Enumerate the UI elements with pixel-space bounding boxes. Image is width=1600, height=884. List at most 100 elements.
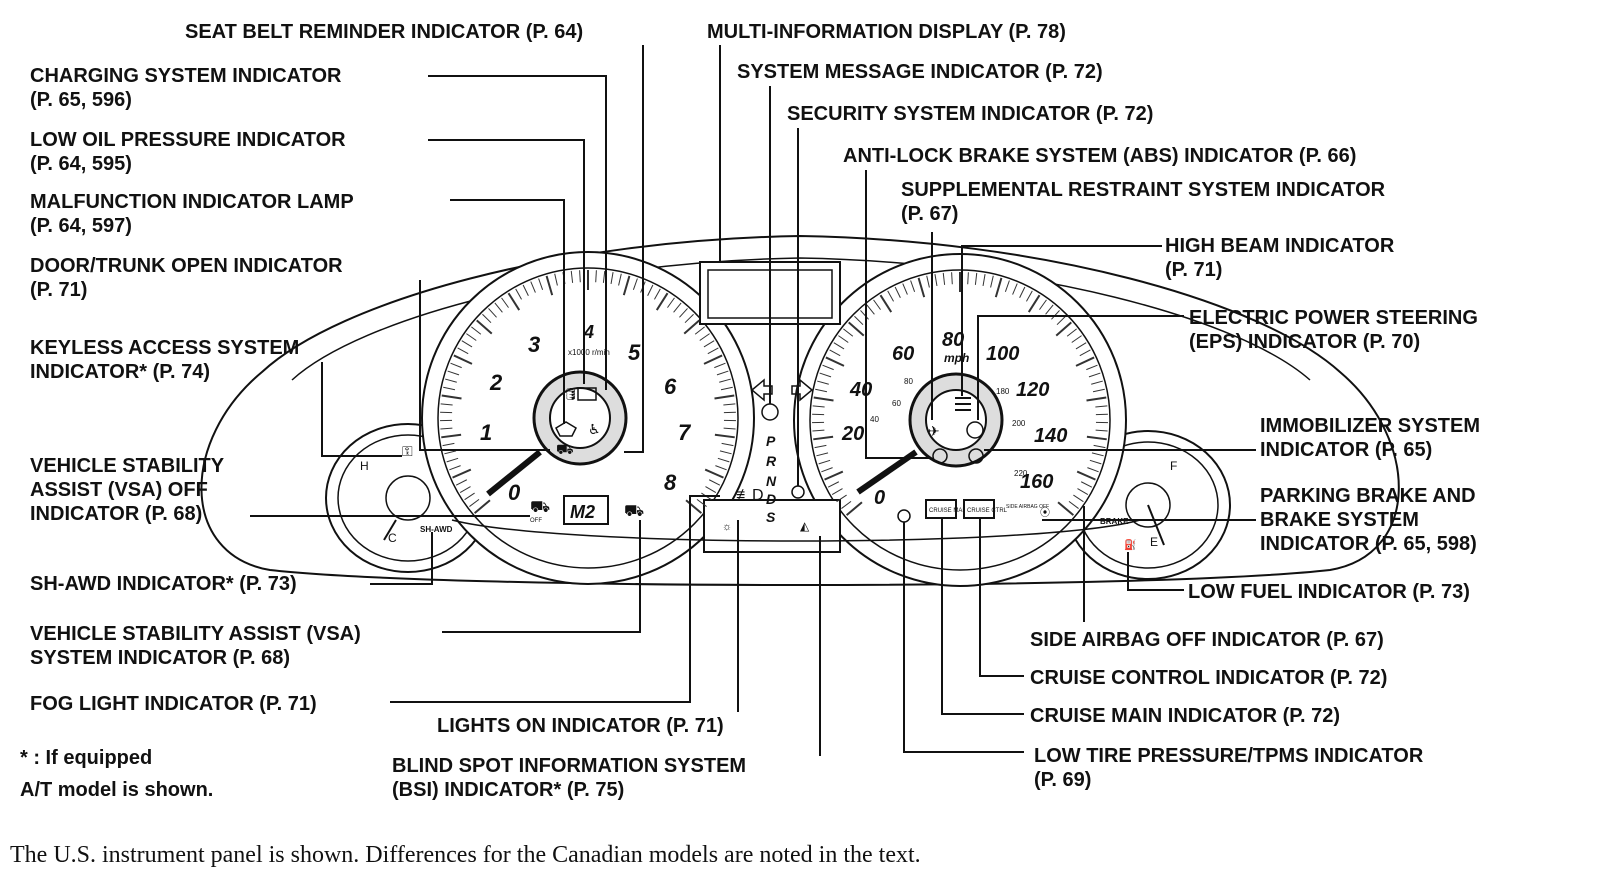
tach-tick xyxy=(721,442,734,447)
turn-right-icon xyxy=(791,378,814,402)
tach-number-4: 4 xyxy=(583,322,594,342)
low-fuel-icon: ⛽ xyxy=(1124,538,1136,551)
gear-n: N xyxy=(766,473,777,489)
speed-tick xyxy=(1079,349,1091,357)
temp-mark-h: H xyxy=(360,459,369,473)
fuel-mark-e: E xyxy=(1150,535,1158,549)
speed-tick xyxy=(814,444,827,449)
tach-tick xyxy=(720,386,733,391)
label-tpms: LOW TIRE PRESSURE/TPMS INDICATOR xyxy=(1034,745,1424,767)
speed-tick xyxy=(866,304,875,315)
speed-kmh-180: 180 xyxy=(996,387,1010,396)
tach-number-5: 5 xyxy=(628,340,641,365)
label-vsa-off-3: INDICATOR (P. 68) xyxy=(30,503,202,525)
speed-tick xyxy=(845,501,863,516)
speed-tick xyxy=(1073,494,1084,503)
bsi-icon: ◭ xyxy=(800,519,810,533)
tach-tick xyxy=(445,378,457,383)
tach-tick xyxy=(444,450,457,455)
speed-tick xyxy=(926,275,930,288)
speed-tick xyxy=(1045,304,1054,315)
speed-tick xyxy=(822,364,834,371)
speed-tick xyxy=(1026,290,1033,302)
speed-tick xyxy=(813,435,834,441)
label-low-oil: LOW OIL PRESSURE INDICATOR xyxy=(30,129,346,151)
tach-tick xyxy=(440,427,453,430)
fog-light-icon: ≢D xyxy=(736,487,764,504)
tach-tick xyxy=(446,457,459,463)
label-low-oil-page: (P. 64, 595) xyxy=(30,153,132,175)
high-beam-icon xyxy=(955,397,971,411)
cruise-main-text: CRUISE MAIN xyxy=(929,508,968,514)
lower-indicators: M2 ⛟ OFF ⛟ CRUISE MAIN CRUISE CTRL SIDE … xyxy=(530,495,1050,525)
tach-tick xyxy=(453,354,473,365)
speed-tick xyxy=(824,470,844,481)
tach-tick xyxy=(685,499,703,514)
speed-tick xyxy=(827,481,840,488)
tach-tick xyxy=(683,319,700,335)
tach-tick xyxy=(714,394,735,400)
speed-mph-40: 40 xyxy=(849,379,872,401)
speed-tick xyxy=(994,277,1003,298)
gear-display-box xyxy=(563,495,609,525)
tach-tick xyxy=(440,403,453,406)
speedometer-ticks xyxy=(812,272,1108,516)
tach-tick xyxy=(501,297,509,308)
label-keyless-page: INDICATOR* (P. 74) xyxy=(30,361,210,383)
gear-p: P xyxy=(766,433,776,449)
label-door-trunk-page: (P. 71) xyxy=(30,279,87,301)
label-sh-awd: SH-AWD INDICATOR* (P. 73) xyxy=(30,573,297,595)
speed-tick xyxy=(1095,405,1108,408)
tach-tick xyxy=(538,278,544,290)
speed-tick xyxy=(1091,452,1104,457)
speed-tick xyxy=(879,294,893,313)
speed-tick xyxy=(848,321,865,337)
speed-tick xyxy=(816,452,829,457)
abs-icon xyxy=(932,448,948,464)
tach-number-2: 2 xyxy=(489,370,503,395)
label-low-fuel: LOW FUEL INDICATOR (P. 73) xyxy=(1188,581,1470,603)
tach-unit: x1000 r/min xyxy=(568,348,610,357)
fuel-mark-f: F xyxy=(1170,459,1177,473)
tach-tick xyxy=(632,278,638,290)
charging-icon xyxy=(577,387,597,401)
tach-tick xyxy=(610,272,614,285)
speed-tick xyxy=(843,328,854,337)
label-immobilizer-page: INDICATOR (P. 65) xyxy=(1260,439,1432,461)
speed-tick xyxy=(1087,467,1099,473)
label-vsa-off-1: VEHICLE STABILITY xyxy=(30,455,225,477)
tach-tick xyxy=(618,273,622,286)
label-seat-belt: SEAT BELT REMINDER INDICATOR (P. 64) xyxy=(185,21,583,43)
speed-tick xyxy=(1066,328,1077,337)
speed-tick xyxy=(894,286,901,298)
speed-tick xyxy=(817,380,829,385)
tach-tick xyxy=(667,297,675,308)
tach-tick xyxy=(464,492,475,501)
immobilizer-icon xyxy=(968,448,984,464)
leader-lines xyxy=(250,45,1256,756)
tach-tick xyxy=(530,281,536,293)
gear-display: M2 xyxy=(570,502,595,522)
tach-tick xyxy=(714,433,735,439)
tach-tick xyxy=(655,292,669,311)
temp-needle xyxy=(383,519,397,541)
label-malfunction-page: (P. 64, 597) xyxy=(30,215,132,237)
label-charging: CHARGING SYSTEM INDICATOR xyxy=(30,65,342,87)
gear-r: R xyxy=(766,453,777,469)
speed-tick xyxy=(1051,310,1060,320)
speed-tick xyxy=(910,280,916,292)
speed-mph-140: 140 xyxy=(1034,425,1067,447)
tach-tick xyxy=(457,347,469,355)
tach-tick xyxy=(522,284,529,296)
tach-tick xyxy=(442,442,455,447)
caption-text: The U.S. instrument panel is shown. Diff… xyxy=(10,842,921,868)
speed-kmh-80: 80 xyxy=(904,377,913,386)
label-charging-page: (P. 65, 596) xyxy=(30,89,132,111)
speed-mph-60: 60 xyxy=(892,343,914,365)
temp-mark-c: C xyxy=(388,531,397,545)
tach-number-0: 0 xyxy=(508,480,521,505)
callout-labels: SEAT BELT REMINDER INDICATOR (P. 64) MUL… xyxy=(20,21,1480,801)
gear-d: D xyxy=(766,491,776,507)
tach-tick xyxy=(684,313,694,324)
eps-icon xyxy=(966,421,984,439)
